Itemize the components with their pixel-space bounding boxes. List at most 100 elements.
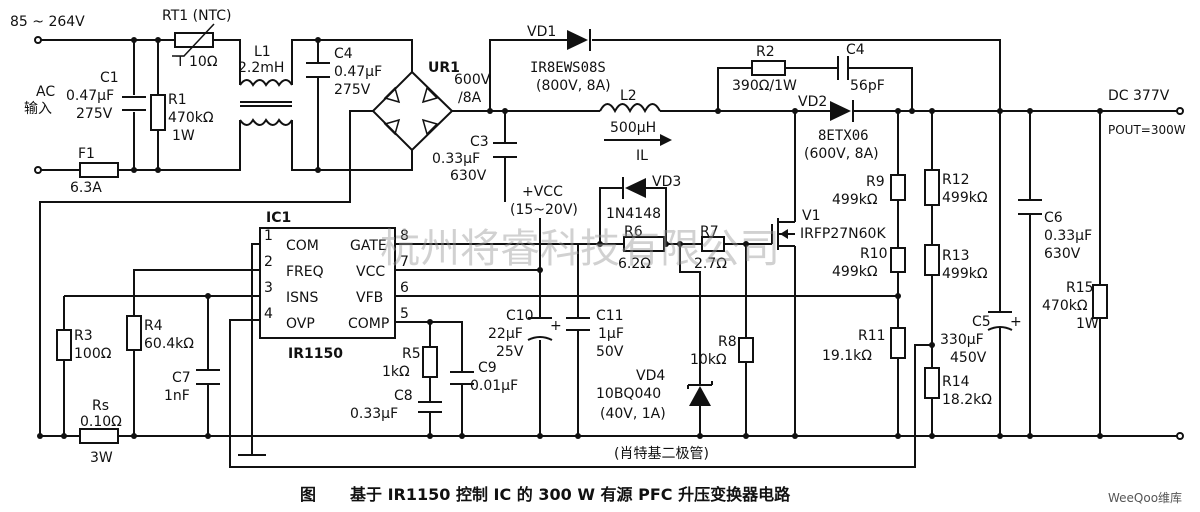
r8-name: R8 <box>718 334 737 350</box>
r13-value: 499kΩ <box>942 266 988 282</box>
c9-name: C9 <box>478 360 497 376</box>
caption-text: 基于 IR1150 控制 IC 的 300 W 有源 PFC 升压变换器电路 <box>349 485 791 504</box>
vcc-range: (15~20V) <box>510 202 578 218</box>
c1-value: 0.47μF <box>66 88 114 104</box>
r12-resistor <box>924 169 940 206</box>
r13-resistor <box>924 244 940 276</box>
ic1-ref: IC1 <box>266 210 291 226</box>
vd1-part: IR8EWS08S <box>530 60 606 76</box>
c10-value: 22μF <box>488 326 523 342</box>
ic-pin2-num: 2 <box>264 254 273 270</box>
vd2-name: VD2 <box>798 94 827 110</box>
l2-inductor <box>599 103 661 114</box>
v1-mosfet <box>765 218 796 250</box>
rt1-thermistor <box>172 23 215 57</box>
c5-rating: 450V <box>950 350 987 366</box>
l2-name: L2 <box>620 88 637 104</box>
r3-resistor <box>56 329 72 361</box>
r4-value: 60.4kΩ <box>144 336 194 352</box>
ic-pin8-name: GATE <box>350 238 387 254</box>
caption-prefix: 图 <box>300 485 316 504</box>
c9-value: 0.01μF <box>470 378 518 394</box>
ic-pin7-num: 7 <box>400 254 409 270</box>
c7-name: C7 <box>172 370 191 386</box>
vcc-label: +VCC <box>522 184 563 200</box>
ic1-ir1150 <box>259 227 396 339</box>
f1-fuse <box>79 162 119 178</box>
r14-name: R14 <box>942 374 970 390</box>
r2-resistor <box>751 60 786 76</box>
vd4-note: (肖特基二极管) <box>614 445 709 462</box>
c3-value: 0.33μF <box>432 151 480 167</box>
ic-pin2-name: FREQ <box>286 264 324 280</box>
corner-logo: WeeQoo维库 <box>1108 490 1182 505</box>
c11-name: C11 <box>596 308 624 324</box>
r7-name: R7 <box>700 224 719 240</box>
vd1-diode <box>567 29 591 51</box>
c10-rating: 25V <box>496 344 524 360</box>
c1-name: C1 <box>100 70 119 86</box>
r7-value: 2.7Ω <box>694 256 727 272</box>
r5-resistor <box>422 346 438 378</box>
svg-text:+: + <box>550 318 562 334</box>
r1-value: 470kΩ <box>168 110 214 126</box>
r5-name: R5 <box>402 346 421 362</box>
output-voltage-label: DC 377V <box>1108 88 1170 104</box>
r5-value: 1kΩ <box>382 364 410 380</box>
c11-rating: 50V <box>596 344 624 360</box>
r15-name: R15 <box>1066 280 1094 296</box>
c11-capacitor <box>566 317 590 331</box>
vd3-name: VD3 <box>652 174 681 190</box>
svg-text:+: + <box>1010 314 1022 330</box>
rs-rating: 3W <box>90 450 113 466</box>
dc-output-terminal-neg <box>1176 432 1184 440</box>
ic-pin8-num: 8 <box>400 228 409 244</box>
ic-pin3-num: 3 <box>264 280 273 296</box>
ic-pin3-name: ISNS <box>286 290 318 306</box>
c1-capacitor <box>122 96 146 111</box>
c5-value: 330μF <box>940 332 984 348</box>
ic1-part: IR1150 <box>288 346 343 362</box>
c6-capacitor <box>1018 199 1042 215</box>
dc-output-terminal-pos <box>1176 107 1184 115</box>
input-voltage-label: 85 ~ 264V <box>10 14 85 30</box>
r10-value: 499kΩ <box>832 264 878 280</box>
l2-value: 500μH <box>610 120 656 136</box>
ur1-rating: /8A <box>458 90 482 106</box>
rs-sense-resistor <box>79 428 119 444</box>
c8-capacitor <box>418 401 442 413</box>
rs-value: 0.10Ω <box>80 414 122 430</box>
c3-name: C3 <box>470 134 489 150</box>
vd4-name: VD4 <box>636 368 665 384</box>
r8-value: 10kΩ <box>690 352 727 368</box>
ic-pin1-name: COM <box>286 238 319 254</box>
r2-value: 390Ω/1W <box>732 78 797 94</box>
c6-name: C6 <box>1044 210 1063 226</box>
il-current-arrow <box>604 134 672 146</box>
ac-label: AC <box>36 84 55 100</box>
output-power-label: POUT=300W <box>1108 123 1186 137</box>
c3-capacitor <box>493 142 517 158</box>
r3-value: 100Ω <box>74 346 112 362</box>
ac-input-terminal-l <box>34 36 42 44</box>
ic-pin1-num: 1 <box>264 228 273 244</box>
ic-pin4-name: OVP <box>286 316 315 332</box>
c4b-value: 56pF <box>850 78 885 94</box>
r6-resistor <box>623 236 665 252</box>
ur1-value: 600V <box>454 72 491 88</box>
c10-name: C10 <box>506 308 534 324</box>
c4-x-capacitor <box>306 62 330 78</box>
c8-value: 0.33μF <box>350 406 398 422</box>
c11-value: 1μF <box>598 326 624 342</box>
c4a-name: C4 <box>334 46 353 62</box>
ur1-name: UR1 <box>428 60 460 76</box>
vd1-rating: (800V, 8A) <box>536 78 611 94</box>
vd3-part: 1N4148 <box>606 206 661 222</box>
r6-name: R6 <box>624 224 643 240</box>
vd1-name: VD1 <box>527 24 556 40</box>
r12-value: 499kΩ <box>942 190 988 206</box>
r15-value: 470kΩ <box>1042 298 1088 314</box>
ur1-bridge-rectifier <box>371 70 454 152</box>
c1-rating: 275V <box>76 106 113 122</box>
